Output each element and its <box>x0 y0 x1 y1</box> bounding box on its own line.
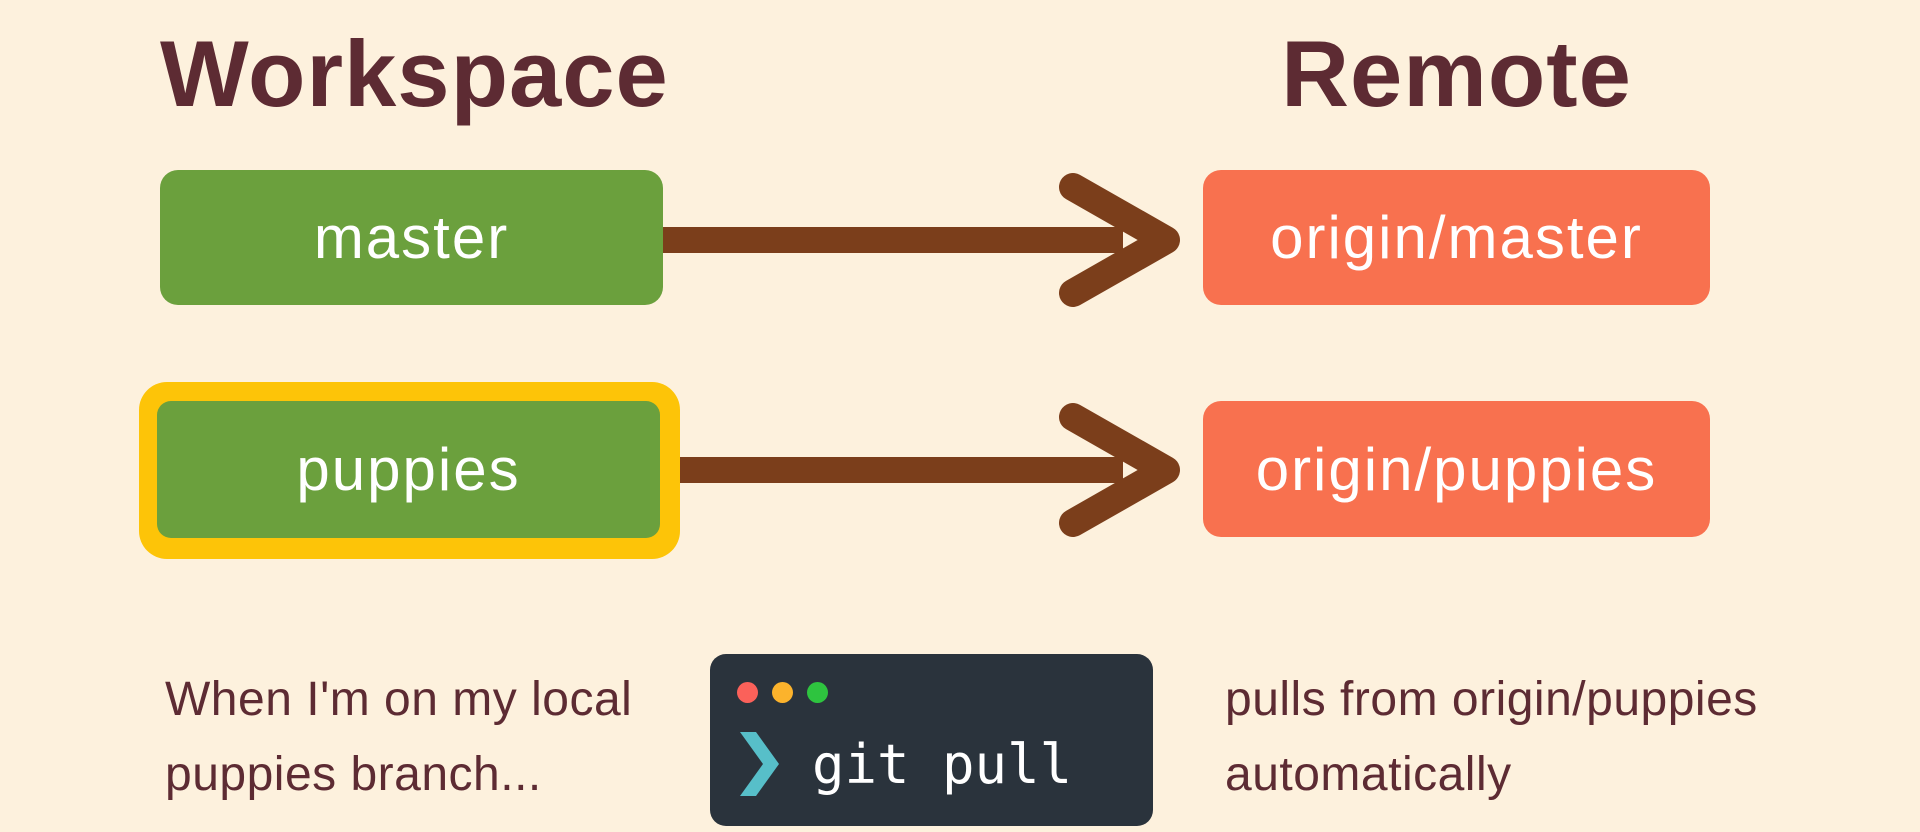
caption-right-line2: automatically <box>1225 748 1512 801</box>
local-branch-master-box: master <box>160 170 663 305</box>
remote-branch-origin-master-label: origin/master <box>1270 204 1643 271</box>
terminal-zoom-dot-icon <box>807 682 828 703</box>
prompt-chevron-icon <box>740 732 779 796</box>
remote-branch-origin-puppies-label: origin/puppies <box>1255 435 1658 503</box>
local-branch-master-label: master <box>313 204 510 271</box>
workspace-column-title: Workspace <box>160 21 669 126</box>
current-branch-highlight-ring: puppies <box>139 382 680 559</box>
remote-column-title: Remote <box>1281 21 1632 126</box>
caption-left-line1: When I'm on my local <box>165 673 633 726</box>
terminal-minimize-dot-icon <box>772 682 793 703</box>
terminal-command: git pull <box>812 732 1073 796</box>
terminal-prompt-line: git pull <box>738 728 1072 800</box>
caption-left-line2: puppies branch... <box>165 748 542 801</box>
arrow-puppies-to-origin-puppies-icon <box>680 403 1180 537</box>
terminal-window: git pull <box>710 654 1153 826</box>
caption-right-line1: pulls from origin/puppies <box>1225 673 1758 726</box>
caption-left: When I'm on my local puppies branch... <box>165 662 632 812</box>
arrow-master-to-origin-master-icon <box>663 173 1180 307</box>
local-branch-puppies-box: puppies <box>157 401 660 538</box>
local-branch-puppies-label: puppies <box>296 436 521 503</box>
caption-right: pulls from origin/puppies automatically <box>1225 662 1758 812</box>
remote-branch-origin-puppies-box: origin/puppies <box>1203 401 1710 537</box>
remote-branch-origin-master-box: origin/master <box>1203 170 1710 305</box>
terminal-close-dot-icon <box>737 682 758 703</box>
terminal-traffic-lights <box>737 682 828 703</box>
